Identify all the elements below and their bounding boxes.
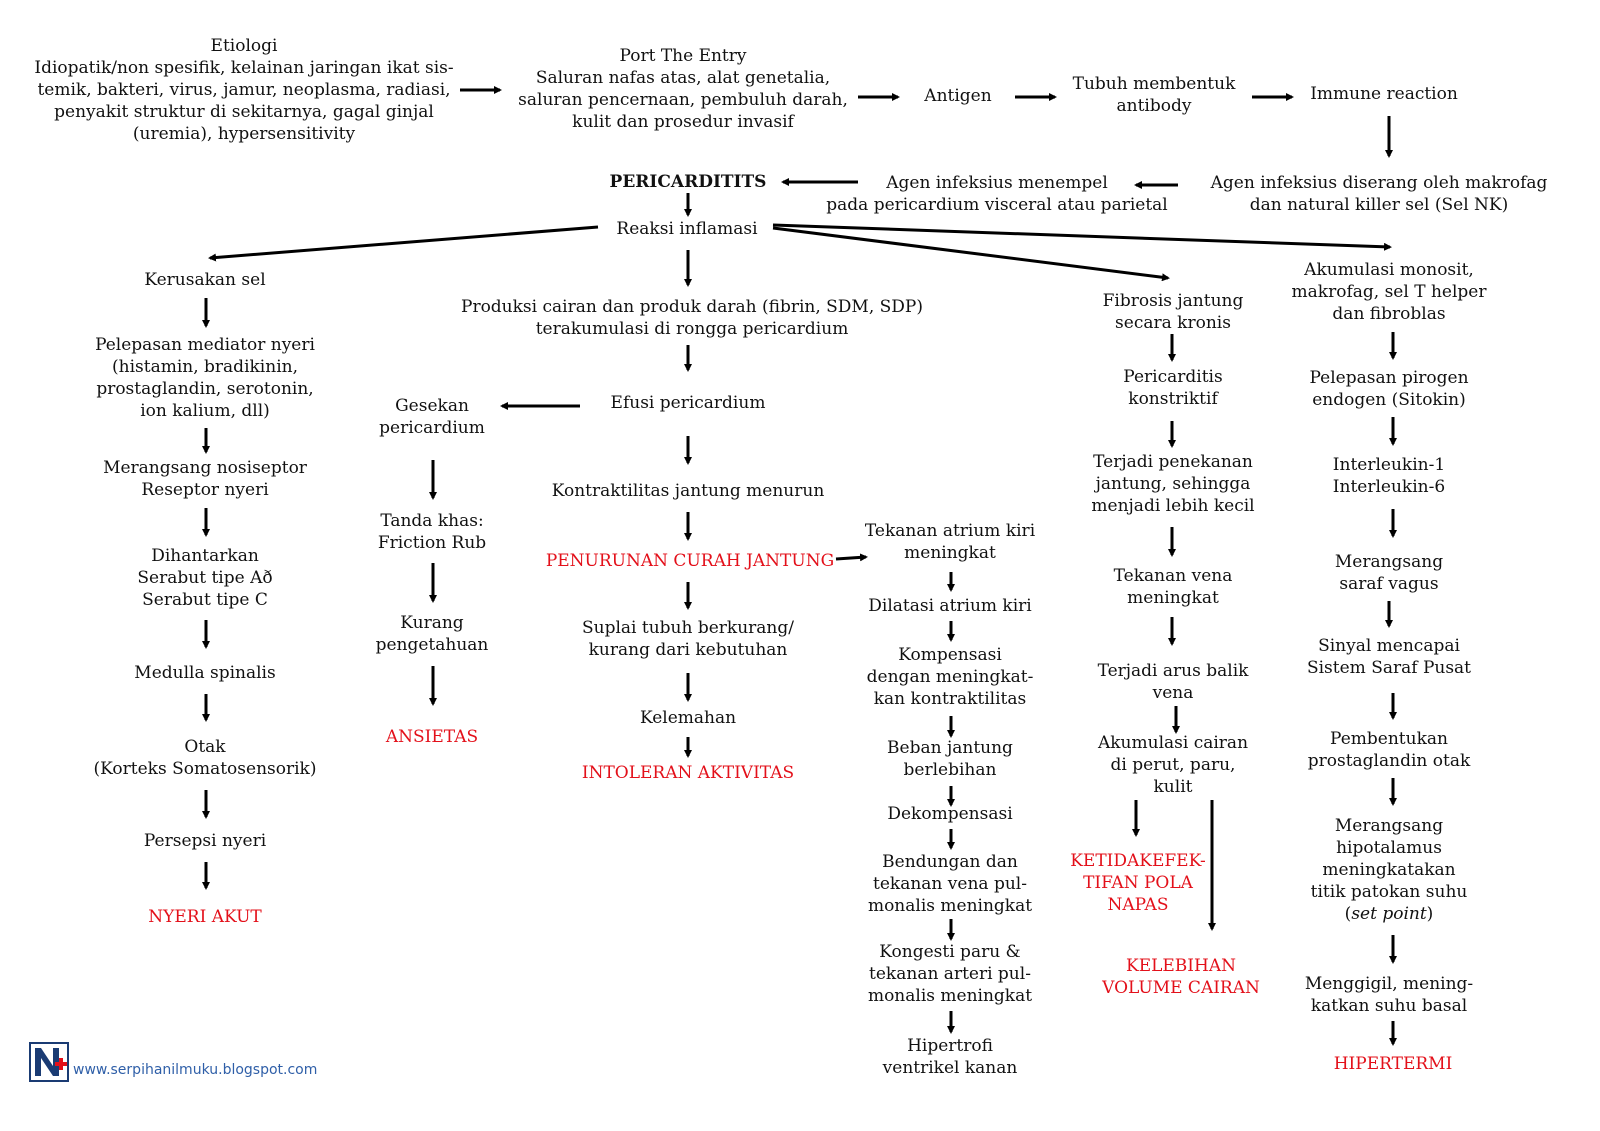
node-hipertrofi: Hipertrofi ventrikel kanan [882, 1036, 1018, 1078]
node-dekompensasi: Dekompensasi [887, 804, 1013, 824]
node-bendungan: Bendungan dan tekanan vena pul- monalis … [867, 852, 1033, 916]
node-beban-jantung: Beban jantung berlebihan [887, 738, 1013, 780]
node-kurang-pengetahuan: Kurang pengetahuan [375, 613, 489, 655]
node-pericarditis: PERICARDITITS [609, 172, 767, 192]
node-persepsi-nyeri: Persepsi nyeri [143, 831, 267, 851]
node-menggigil: Menggigil, mening- katkan suhu basal [1304, 974, 1474, 1016]
node-dihantarkan: Dihantarkan Serabut tipe Að Serabut tipe… [137, 546, 273, 610]
diagnosis-pola-napas: KETIDAKEFEK- TIFAN POLA NAPAS [1070, 851, 1206, 915]
node-kompensasi: Kompensasi dengan meningkat- kan kontrak… [866, 645, 1034, 709]
node-gesekan: Gesekan pericardium [379, 396, 485, 438]
node-saraf-vagus: Merangsang saraf vagus [1334, 552, 1444, 594]
node-kongesti-paru: Kongesti paru & tekanan arteri pul- mona… [867, 942, 1033, 1006]
hipotalamus-text: Merangsang hipotalamus meningkatakan tit… [1310, 816, 1468, 924]
blog-url-link[interactable]: www.serpihanilmuku.blogspot.com [73, 1062, 318, 1078]
node-prostaglandin-otak: Pembentukan prostaglandin otak [1307, 729, 1471, 771]
node-kerusakan-sel: Kerusakan sel [144, 270, 266, 290]
blog-logo-icon [29, 1042, 69, 1082]
node-efusi: Efusi pericardium [610, 393, 766, 413]
node-agen-menempel: Agen infeksius menempel pada pericardium… [826, 173, 1168, 215]
node-friction-rub: Tanda khas: Friction Rub [377, 511, 487, 553]
node-suplai-tubuh: Suplai tubuh berkurang/ kurang dari kebu… [582, 618, 794, 660]
node-antigen: Antigen [924, 86, 992, 106]
node-etiologi: Etiologi Idiopatik/non spesifik, kelaina… [34, 36, 454, 144]
node-tekanan-atrium: Tekanan atrium kiri meningkat [864, 521, 1036, 563]
node-akumulasi-monosit: Akumulasi monosit, makrofag, sel T helpe… [1291, 260, 1487, 324]
node-immune-reaction: Immune reaction [1310, 84, 1458, 104]
node-agen-diserang: Agen infeksius diserang oleh makrofag da… [1210, 173, 1548, 215]
node-otak: Otak (Korteks Somatosensorik) [93, 737, 317, 779]
node-antibody: Tubuh membentuk antibody [1072, 74, 1236, 116]
node-hipotalamus: Merangsang hipotalamus meningkatakan tit… [1311, 815, 1468, 925]
node-penekanan-jantung: Terjadi penekanan jantung, sehingga menj… [1091, 452, 1255, 516]
node-port-entry: Port The Entry Saluran nafas atas, alat … [518, 46, 848, 132]
node-reaksi-inflamasi: Reaksi inflamasi [616, 219, 758, 239]
node-produksi-cairan: Produksi cairan dan produk darah (fibrin… [461, 297, 923, 339]
node-tekanan-vena: Tekanan vena meningkat [1113, 566, 1233, 608]
node-dilatasi-atrium: Dilatasi atrium kiri [868, 596, 1032, 616]
node-fibrosis: Fibrosis jantung secara kronis [1102, 291, 1244, 333]
node-kelemahan: Kelemahan [639, 708, 737, 728]
diagnosis-ansietas: ANSIETAS [385, 727, 479, 747]
diagnosis-intoleran-aktivitas: INTOLERAN AKTIVITAS [581, 763, 795, 783]
diagnosis-volume-cairan: KELEBIHAN VOLUME CAIRAN [1102, 956, 1260, 998]
node-medulla: Medulla spinalis [134, 663, 276, 683]
diagnosis-nyeri-akut: NYERI AKUT [148, 907, 262, 927]
diagnosis-curah-jantung: PENURUNAN CURAH JANTUNG [545, 551, 835, 571]
hipotalamus-close: ) [1426, 904, 1434, 924]
node-nosiseptor: Merangsang nosiseptor Reseptor nyeri [103, 458, 307, 500]
node-pericarditis-konstriktif: Pericarditis konstriktif [1123, 367, 1223, 409]
node-arus-balik: Terjadi arus balik vena [1097, 661, 1249, 703]
diagnosis-hipertermi: HIPERTERMI [1333, 1054, 1453, 1074]
node-ssp: Sinyal mencapai Sistem Saraf Pusat [1306, 636, 1472, 678]
set-point-text: set point [1351, 904, 1427, 924]
node-interleukin: Interleukin-1 Interleukin-6 [1332, 455, 1446, 497]
node-pirogen: Pelepasan pirogen endogen (Sitokin) [1309, 368, 1469, 410]
node-kontraktilitas: Kontraktilitas jantung menurun [551, 481, 825, 501]
node-mediator-nyeri: Pelepasan mediator nyeri (histamin, brad… [95, 335, 315, 421]
node-akumulasi-cairan: Akumulasi cairan di perut, paru, kulit [1097, 733, 1249, 797]
